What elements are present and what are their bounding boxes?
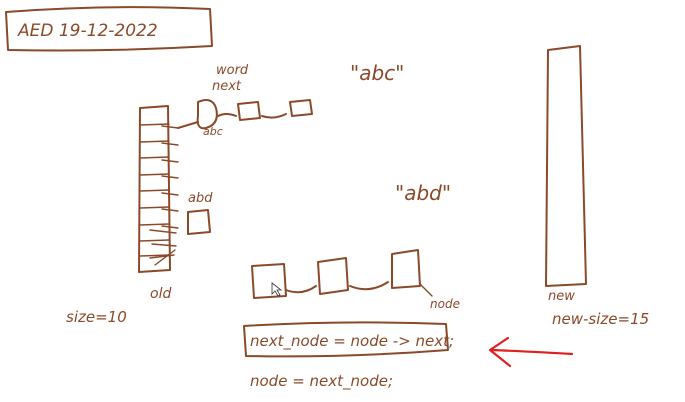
string-abd: "abd"	[395, 181, 451, 205]
code-line-1: next_node = node -> next;	[250, 332, 454, 351]
next-label: next	[212, 79, 242, 94]
linked-list: node	[251, 249, 460, 311]
header-box: AED 19-12-2022	[5, 6, 213, 52]
mouse-cursor-icon	[271, 282, 283, 297]
string-abc: "abc"	[350, 61, 404, 85]
abc-node-label: abc	[203, 125, 223, 138]
red-arrow-icon	[488, 336, 574, 368]
header-text: AED 19-12-2022	[17, 21, 158, 41]
new-size-label: new-size=15	[552, 310, 649, 328]
old-table: old	[138, 105, 179, 302]
node-label: node	[430, 297, 460, 311]
size-label: size=10	[66, 308, 127, 326]
abd-node-label: abd	[188, 191, 213, 206]
word-label: word	[216, 63, 249, 78]
code-line-2: node = next_node;	[250, 372, 393, 391]
abd-node: abd	[187, 191, 213, 235]
abc-chain: word next abc	[177, 63, 313, 138]
new-label: new	[548, 289, 575, 304]
new-table: new new-size=15	[545, 45, 649, 328]
code-box: next_node = node -> next; node = next_no…	[243, 321, 454, 391]
old-label: old	[150, 286, 171, 302]
